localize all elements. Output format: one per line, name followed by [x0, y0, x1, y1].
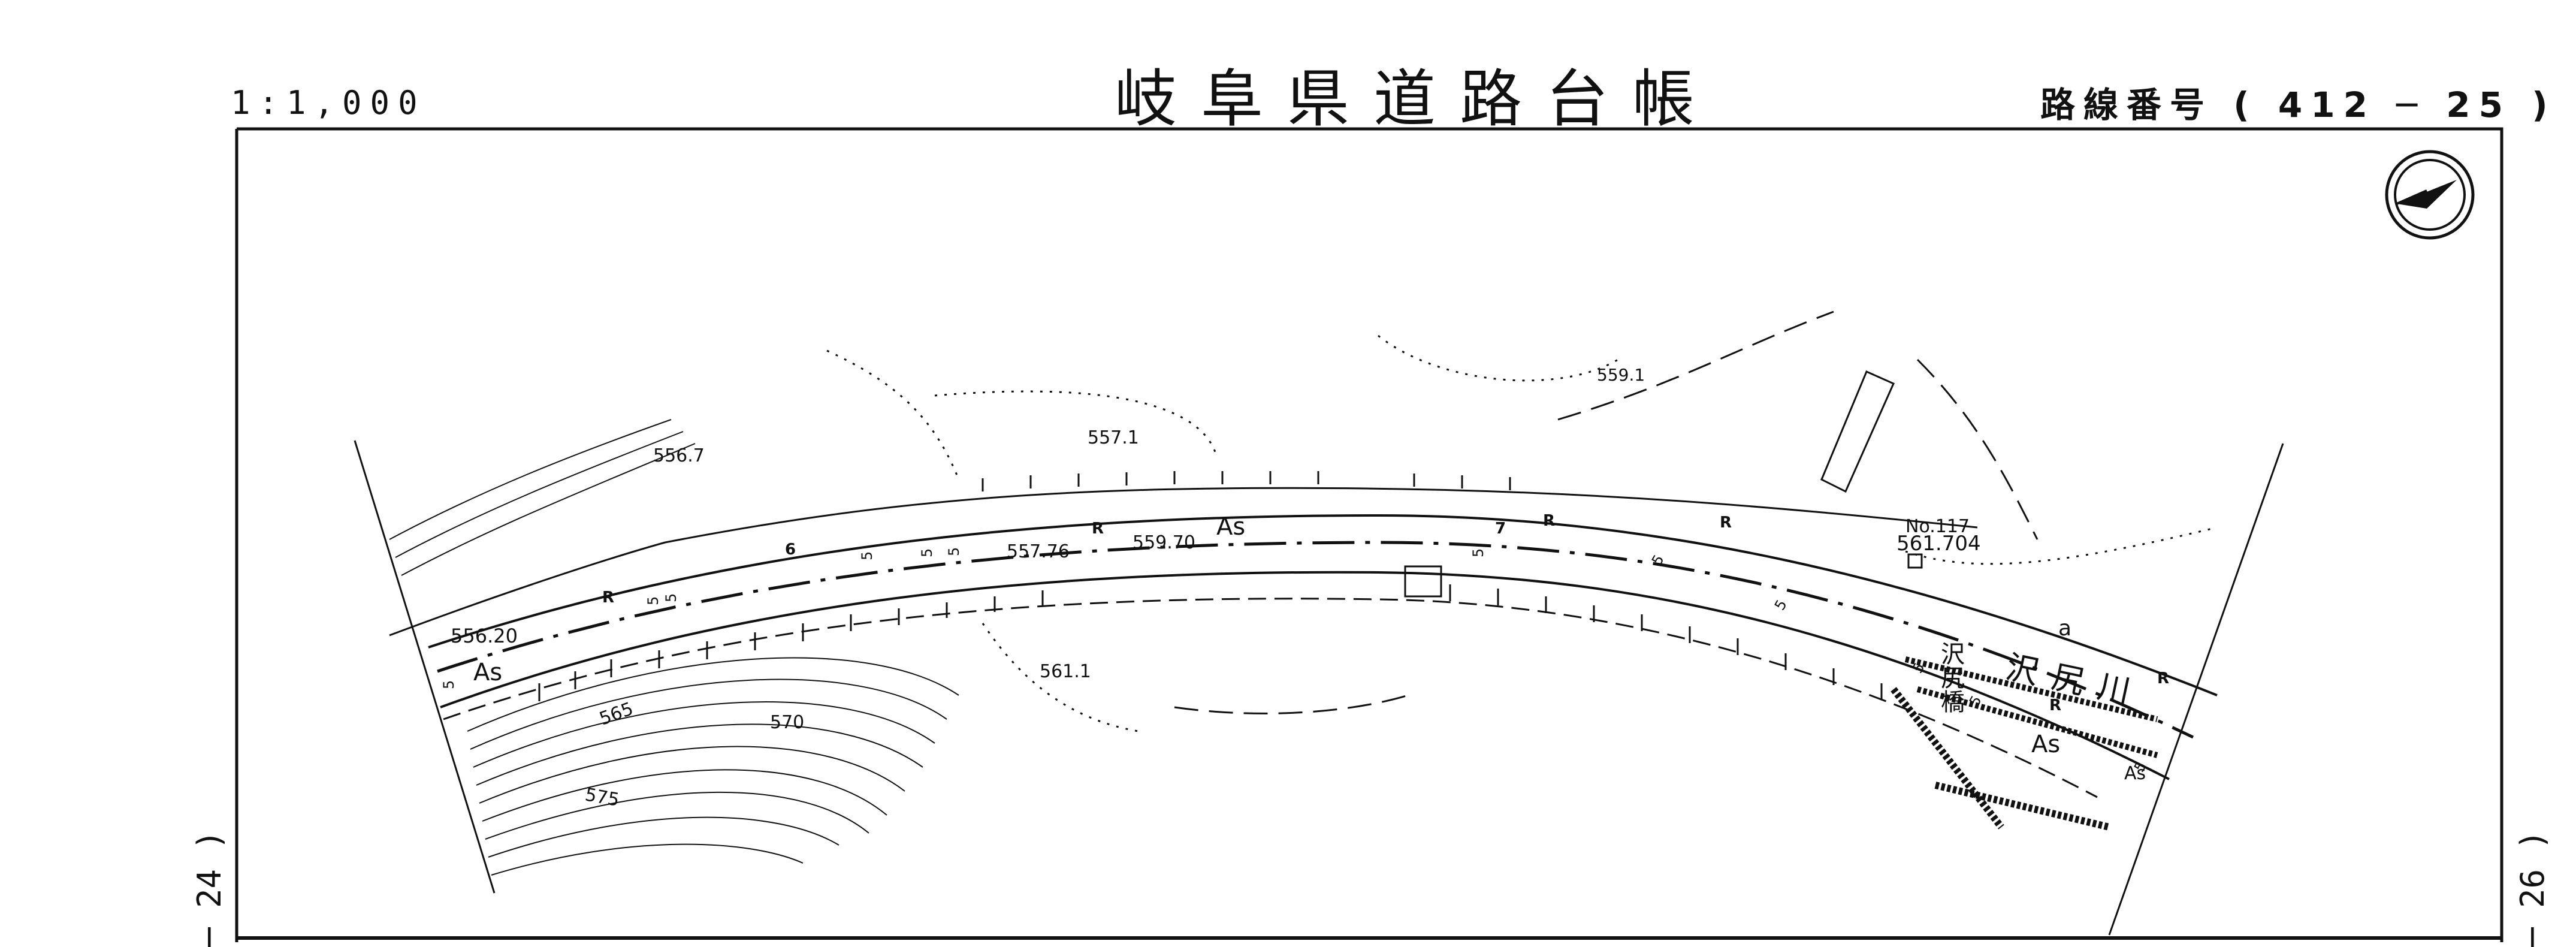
stairs: [1820, 370, 1895, 493]
map-frame: [235, 127, 2503, 942]
width-label: 5: [440, 680, 457, 689]
side-label: R: [1720, 514, 1732, 532]
page-title: 岐阜県道路台帳: [1115, 62, 1719, 135]
map-marker: a: [2058, 616, 2071, 641]
side-label: R: [2049, 696, 2061, 714]
elevation-label: 561.1: [1040, 661, 1091, 682]
river-name: 沢尻川: [2003, 648, 2148, 714]
route-number: 路線番号 ( 412 ─ 25 ): [2040, 85, 2556, 125]
bridge-name: 沢尻橋: [1937, 641, 1964, 713]
north-arrow-icon: [2385, 150, 2475, 240]
width-label: 5: [1771, 597, 1790, 613]
road-centerline: [437, 541, 2194, 739]
benchmark-marker: [1907, 553, 1923, 569]
surface-label: As: [1216, 513, 1245, 541]
width-label: 5: [859, 551, 875, 560]
vegetation-boundaries: [826, 334, 2218, 732]
side-label: R: [602, 589, 614, 607]
width-label: 7: [1495, 520, 1506, 538]
map-labels: 556.20 556.7 557.1 557.76 559.70 559.1 5…: [440, 365, 2169, 811]
map-scale: 1:1,000: [231, 84, 426, 122]
elevation-label: 557.76: [1007, 541, 1070, 562]
side-label: R: [1543, 512, 1555, 530]
contour-label: 570: [770, 712, 804, 733]
elevation-label: 556.7: [653, 445, 705, 466]
surface-label: As: [473, 659, 502, 686]
boundary-lines: [1174, 310, 2039, 714]
surface-label: As: [2124, 763, 2146, 784]
contour-lines: [389, 419, 959, 876]
contour-label: 575: [584, 784, 621, 810]
side-label: R: [1092, 520, 1104, 538]
utility-box: [1404, 565, 1442, 598]
bridge-railing: [1904, 656, 2158, 758]
width-label: 5: [645, 596, 662, 605]
side-label: R: [2157, 669, 2169, 687]
width-label: 6: [785, 541, 796, 559]
benchmark-label: No.117: [1905, 516, 1970, 537]
slope-hatching: [538, 471, 1883, 701]
elevation-label: 557.1: [1088, 427, 1139, 448]
elevation-label: 559.1: [1597, 365, 1645, 385]
surface-label: As: [2031, 731, 2060, 758]
elevation-label: 559.70: [1133, 532, 1195, 553]
retaining-wall: [1891, 687, 2110, 831]
width-label: 5: [919, 548, 935, 557]
elevation-label: 556.20: [451, 625, 518, 647]
width-label: 5: [946, 547, 962, 556]
width-label: 5: [1470, 548, 1487, 557]
width-label: 5: [663, 593, 680, 602]
elevation-label: 561.704: [1896, 532, 1981, 556]
map-limit-lines: [354, 440, 2284, 936]
